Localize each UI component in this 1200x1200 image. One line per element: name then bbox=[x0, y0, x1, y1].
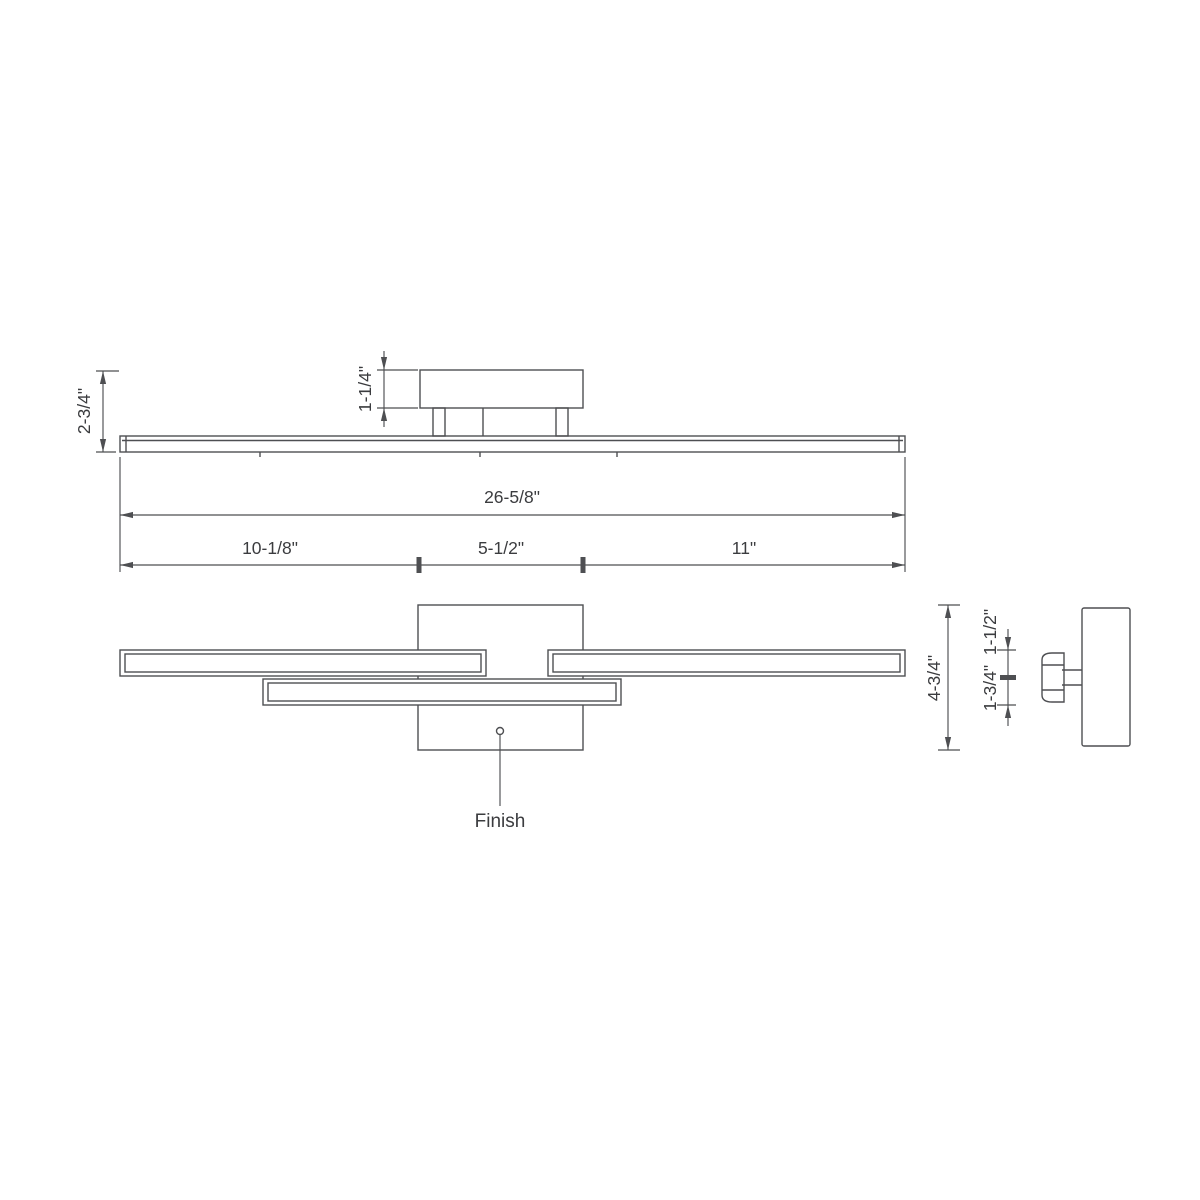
finish-label: Finish bbox=[475, 811, 526, 832]
plan-view: Finish bbox=[119, 604, 906, 832]
finish-callout-point bbox=[495, 726, 505, 736]
canopy-front bbox=[417, 604, 584, 751]
dim-left-segment-label: 10-1/8" bbox=[242, 538, 298, 558]
dim-canopy-height-label: 1-1/4" bbox=[355, 366, 375, 412]
canopy-side bbox=[419, 369, 584, 409]
side-profile-view bbox=[1041, 607, 1131, 747]
dim-division-tick bbox=[580, 557, 586, 573]
dim-total-width-label: 26-5/8" bbox=[484, 487, 540, 507]
side-elevation-view bbox=[119, 369, 906, 457]
wall-plate bbox=[1081, 607, 1131, 747]
dim-plan-height: 4-3/4" bbox=[924, 604, 960, 751]
dim-right-segment-label: 11" bbox=[732, 538, 756, 558]
right-standoff bbox=[555, 407, 569, 437]
dim-lower-bar-label: 1-3/4" bbox=[980, 665, 1000, 711]
dim-center-segment-label: 5-1/2" bbox=[478, 538, 524, 558]
left-standoff bbox=[432, 407, 446, 437]
dim-total-width: 26-5/8" bbox=[119, 457, 906, 572]
dim-bar-heights: 1-1/2" 1-3/4" bbox=[980, 609, 1016, 726]
dim-canopy-height: 1-1/4" bbox=[355, 351, 418, 427]
mount-knob bbox=[1041, 652, 1065, 703]
dim-plan-height-label: 4-3/4" bbox=[924, 655, 944, 701]
dim-upper-bar-label: 1-1/2" bbox=[980, 609, 1000, 655]
dim-division-tick bbox=[416, 557, 422, 573]
dim-overall-height-label: 2-3/4" bbox=[74, 388, 94, 434]
dim-segments: 10-1/8" 5-1/2" 11" bbox=[120, 538, 905, 573]
light-bar-side bbox=[119, 435, 906, 453]
dim-overall-height: 2-3/4" bbox=[74, 370, 119, 453]
